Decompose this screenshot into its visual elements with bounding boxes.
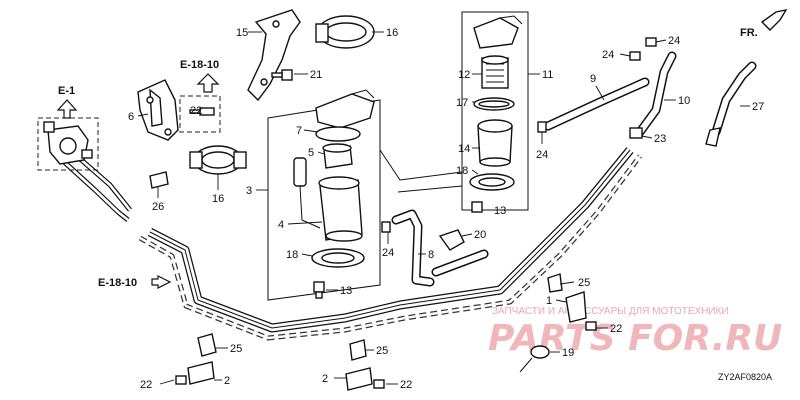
label-part-24-strainer: 24 [536, 149, 548, 161]
label-part-25-right: 25 [578, 277, 590, 289]
label-part-13-lower: 13 [340, 285, 352, 297]
fuel-line-left [60, 148, 132, 222]
bracket-15 [247, 9, 301, 102]
label-part-8: 8 [428, 249, 434, 261]
ref-e1810-bottom-label: E-18-10 [98, 277, 137, 289]
strainer-cap [473, 15, 523, 49]
clip-24-centre [381, 221, 391, 233]
hose-27 [705, 61, 757, 147]
label-part-25-mid: 25 [376, 345, 388, 357]
label-part-20: 20 [474, 229, 486, 241]
label-part-24-centre: 24 [382, 247, 394, 259]
hose-9 [543, 77, 650, 131]
bolt-13-upper [471, 201, 483, 213]
label-part-22-mid: 22 [400, 379, 412, 391]
label-part-3: 3 [246, 185, 252, 197]
holder-2-mid [345, 367, 385, 391]
ref-e1810-top-label: E-18-10 [180, 59, 219, 71]
strainer-filter-12 [481, 55, 509, 89]
t-joint-20 [438, 229, 465, 251]
holder-25-right [547, 273, 597, 331]
leader-lines [137, 31, 750, 385]
label-part-22-left: 22 [140, 379, 152, 391]
clamp-16-lower [189, 145, 247, 175]
part-number-labels: 15 16 21 22 6 26 16 7 5 3 4 18 13 24 11 … [128, 27, 764, 391]
label-part-7: 7 [296, 125, 302, 137]
ref-e1810-top: E-18-10 [180, 59, 220, 93]
bolt-13-lower [313, 281, 325, 299]
label-part-19: 19 [562, 347, 574, 359]
label-part-22-upper: 22 [190, 105, 202, 117]
label-part-9: 9 [590, 73, 596, 85]
fuel-valve-assembly [37, 117, 99, 171]
label-part-2-left: 2 [224, 375, 230, 387]
grommet-26 [149, 171, 169, 189]
label-part-2-mid: 2 [322, 373, 328, 385]
label-part-21: 21 [310, 69, 322, 81]
grommet-19 [519, 345, 550, 373]
clamp-25-left [197, 333, 217, 357]
ref-e1: E-1 [56, 85, 78, 119]
o-ring-17 [473, 97, 515, 111]
filter-5 [322, 143, 353, 169]
label-part-14: 14 [458, 143, 470, 155]
label-part-24-hose9: 24 [602, 49, 614, 61]
label-part-16-upper: 16 [386, 27, 398, 39]
bracket-6 [137, 79, 179, 141]
diagram-code: ZY2AF0820A [718, 372, 772, 382]
bolt-22-upper [189, 107, 215, 116]
strainer-cup-14 [477, 119, 513, 167]
holder-2-left [175, 361, 215, 385]
label-part-10: 10 [678, 95, 690, 107]
gasket-18-upper [469, 173, 515, 191]
clamp-25-mid [349, 339, 367, 361]
label-part-23: 23 [654, 133, 666, 145]
strainer-assembly-box [379, 11, 529, 211]
label-part-6: 6 [128, 111, 134, 123]
label-part-25-left: 25 [230, 343, 242, 355]
joint-23 [629, 127, 643, 139]
pump-cover-7 [315, 89, 375, 142]
label-part-5: 5 [308, 147, 314, 159]
dashed-box-mount [179, 95, 221, 133]
label-part-15: 15 [236, 27, 248, 39]
ref-e1-label: E-1 [58, 85, 75, 97]
label-part-4: 4 [278, 219, 284, 231]
label-part-18-lower: 18 [286, 249, 298, 261]
label-part-16-lower: 16 [212, 193, 224, 205]
clamp-16-upper [315, 15, 375, 49]
front-arrow-label: FR. [740, 27, 758, 39]
label-part-27: 27 [752, 101, 764, 113]
label-part-24-hose10: 24 [668, 35, 680, 47]
pump-4 [318, 176, 363, 242]
label-part-26: 26 [152, 201, 164, 213]
label-part-1: 1 [546, 295, 552, 307]
hose-8 [391, 209, 489, 287]
label-part-17: 17 [456, 97, 468, 109]
front-arrow: FR. [740, 9, 788, 39]
ref-e1810-bottom: E-18-10 [98, 275, 172, 289]
hose-10 [635, 51, 677, 137]
label-part-22-right: 22 [610, 323, 622, 335]
fuel-line-main [138, 147, 642, 341]
pump-wire-connector [293, 157, 321, 229]
gasket-18-lower [311, 248, 365, 268]
label-part-11: 11 [542, 69, 553, 81]
label-part-13-upper: 13 [494, 205, 506, 217]
watermark-caption: ЗАПЧАСТИ И АКСЕССУАРЫ ДЛЯ МОТОТЕХНИКИ [492, 306, 729, 317]
label-part-12: 12 [458, 69, 470, 81]
bolt-21 [271, 69, 293, 81]
label-part-18-upper: 18 [456, 165, 468, 177]
